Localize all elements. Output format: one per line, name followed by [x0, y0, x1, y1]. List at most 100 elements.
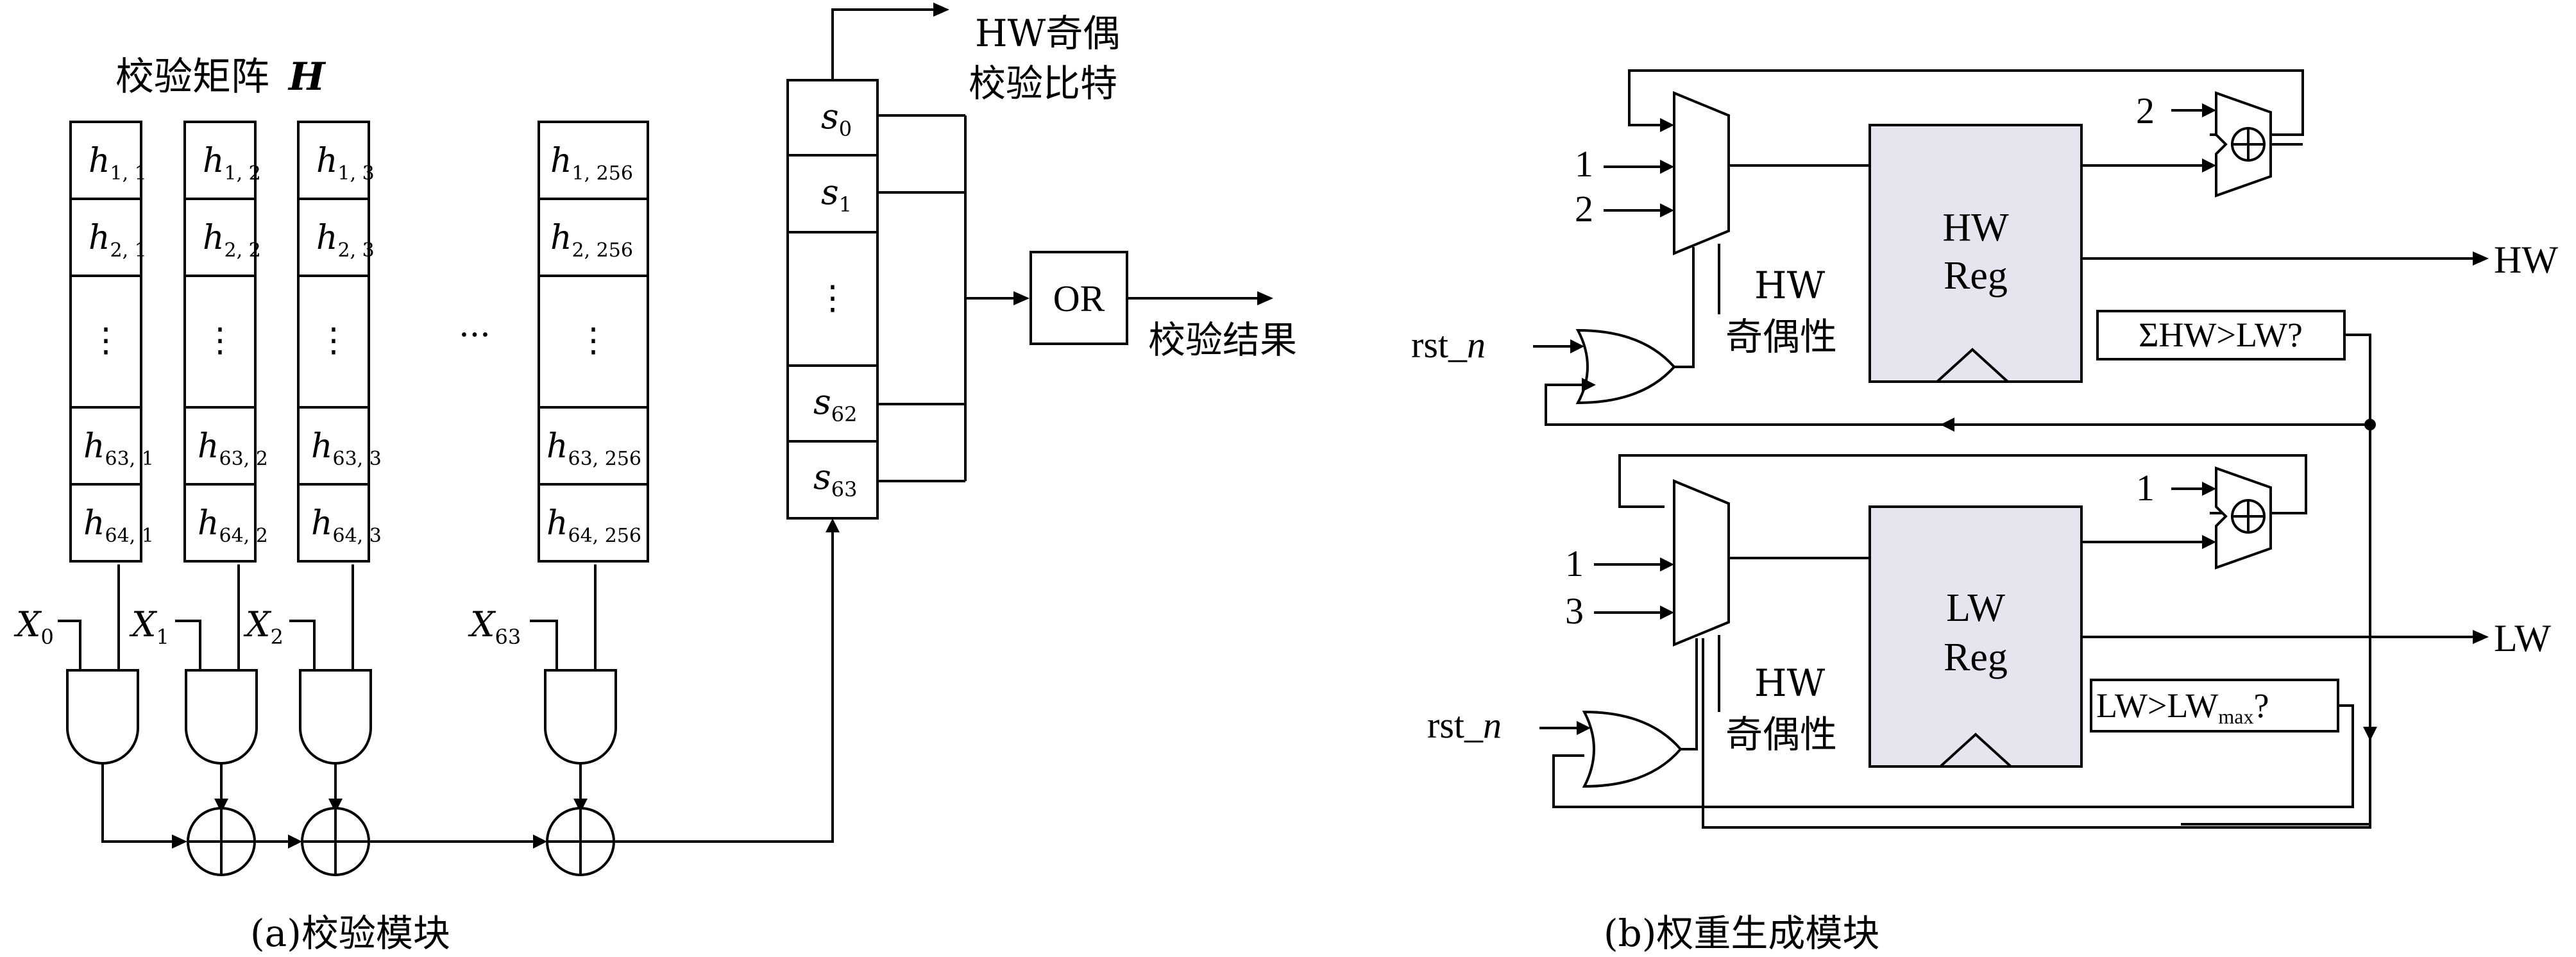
matrix-column-256: h1, 256 h2, 256 ⋮ h63, 256 h64, 256	[538, 121, 649, 563]
lw-rst-label: rst_	[1427, 704, 1484, 746]
cell-symbol: h	[89, 219, 110, 257]
syndrome-symbol: s	[821, 96, 839, 137]
lw-adder-input: 1	[2136, 467, 2155, 509]
matrix-cell	[69, 406, 142, 486]
cell-subscript: 1, 2	[225, 162, 261, 185]
syndrome-register: s0 s1 ⋮ s62 s63	[786, 79, 879, 520]
cell-subscript: 64, 2	[219, 525, 268, 547]
cell-subscript: 64, 1	[105, 525, 154, 547]
cell-symbol: h	[203, 219, 225, 257]
cell-subscript: 2, 2	[225, 239, 261, 262]
wire	[614, 527, 834, 843]
wire	[1681, 638, 1698, 750]
cell-subscript: 1, 256	[572, 162, 633, 185]
svg-text:h64, 2: h64, 2	[198, 504, 268, 547]
input-symbol: X	[129, 604, 158, 645]
adder-feedback-lw	[1618, 454, 2307, 514]
svg-text:h2, 2: h2, 2	[203, 219, 261, 262]
caption-a: (a)校验模块	[250, 911, 450, 955]
syndrome-symbol: s	[821, 172, 839, 212]
svg-text:X1: X1	[129, 604, 169, 649]
lw-mux-input-2: 3	[1565, 590, 1584, 632]
matrix-cell	[297, 406, 370, 486]
xor-gate	[187, 807, 256, 876]
matrix-cell	[297, 121, 370, 200]
cell-symbol: h	[316, 142, 338, 180]
hw-mux-input-2: 2	[1575, 188, 1593, 230]
svg-text:rst_n: rst_n	[1411, 324, 1486, 366]
lw-reg-label-2: Reg	[1944, 636, 2008, 679]
and-gate	[185, 669, 258, 765]
matrix-cell	[183, 275, 257, 409]
cell-symbol: h	[311, 427, 333, 466]
svg-text:h63, 2: h63, 2	[198, 427, 268, 470]
svg-text:h64, 3: h64, 3	[311, 504, 382, 547]
syndrome-symbol: s	[813, 457, 831, 497]
clock-triangle	[1933, 348, 2012, 383]
syndrome-symbol: s	[813, 382, 831, 422]
cell-vdots: ⋮	[89, 321, 123, 360]
hw-mux-input-1: 1	[1575, 143, 1593, 185]
matrix-column-3: h1, 3 h2, 3 ⋮ h63, 3 h64, 3	[297, 121, 382, 563]
svg-text:s1: s1	[821, 172, 852, 217]
cell-subscript: 63, 2	[219, 448, 268, 470]
and-gate	[66, 669, 139, 765]
cell-vdots: ⋮	[577, 321, 610, 360]
matrix-cell	[69, 121, 142, 200]
syndrome-subscript: 62	[831, 402, 858, 427]
svg-text:h1, 3: h1, 3	[316, 142, 375, 185]
hw-compare-box	[2096, 310, 2346, 360]
svg-text:h64, 1: h64, 1	[83, 504, 154, 547]
matrix-cell	[297, 483, 370, 563]
svg-text:h2, 3: h2, 3	[316, 219, 375, 262]
cell-subscript: 1, 1	[110, 162, 147, 185]
xor-gate	[301, 807, 370, 876]
cell-subscript: 64, 256	[568, 525, 642, 547]
hw-reg-label-1: HW	[1942, 206, 2009, 250]
adder-feedback	[1628, 69, 2304, 136]
lw-parity-label-1: HW	[1754, 661, 1826, 705]
svg-text:s63: s63	[813, 457, 857, 502]
cell-symbol: h	[198, 427, 219, 466]
matrix-title: 校验矩阵	[115, 55, 269, 99]
cell-symbol: h	[550, 142, 572, 180]
panel-b: 1 2 HW Reg 2 HW ΣHW>LW? HW 奇偶性	[1411, 69, 2558, 955]
or-gate-box	[1030, 251, 1128, 345]
input-subscript: 2	[270, 625, 283, 649]
lw-parity-label-2: 奇偶性	[1725, 713, 1837, 756]
hw-output-label: HW	[2494, 239, 2558, 281]
compare-out-wire	[2181, 334, 2371, 826]
matrix-cell	[183, 198, 257, 277]
hw-compare-label: ΣHW>LW?	[2139, 316, 2303, 354]
svg-text:s0: s0	[821, 96, 852, 141]
lw-output-label: LW	[2494, 617, 2551, 659]
result-label: 校验结果	[1148, 318, 1297, 362]
lw-adder	[2215, 466, 2272, 570]
wire	[289, 620, 316, 670]
hw-adder-input: 2	[2136, 90, 2155, 131]
lw-compare-main: LW>LW	[2096, 686, 2218, 725]
lw-mux-input-1: 1	[1565, 543, 1584, 584]
input-symbol: X	[243, 604, 272, 645]
input-symbol: X	[468, 604, 496, 645]
and-gate	[544, 669, 617, 765]
hw-mux	[1673, 91, 1730, 255]
xor-gate	[546, 807, 615, 876]
clock-triangle	[1936, 733, 2015, 768]
cell-subscript: 1, 3	[338, 162, 375, 185]
lw-reg-label-1: LW	[1946, 586, 2005, 630]
feedback-wire-top	[1545, 384, 2370, 426]
hw-rst-label: rst_	[1411, 324, 1468, 366]
matrix-symbol: H	[287, 55, 326, 99]
lw-bottom-bus	[1702, 638, 2371, 829]
lw-compare-tail: ?	[2253, 686, 2269, 725]
and-gate	[299, 669, 372, 765]
syndrome-subscript: 0	[839, 117, 852, 141]
cell-symbol: h	[316, 219, 338, 257]
lw-compare-feedback	[1552, 704, 2354, 808]
matrix-cell	[69, 483, 142, 563]
cell-symbol: h	[198, 504, 219, 543]
cell-subscript: 64, 3	[333, 525, 382, 547]
svg-text:h1, 1: h1, 1	[89, 142, 147, 185]
